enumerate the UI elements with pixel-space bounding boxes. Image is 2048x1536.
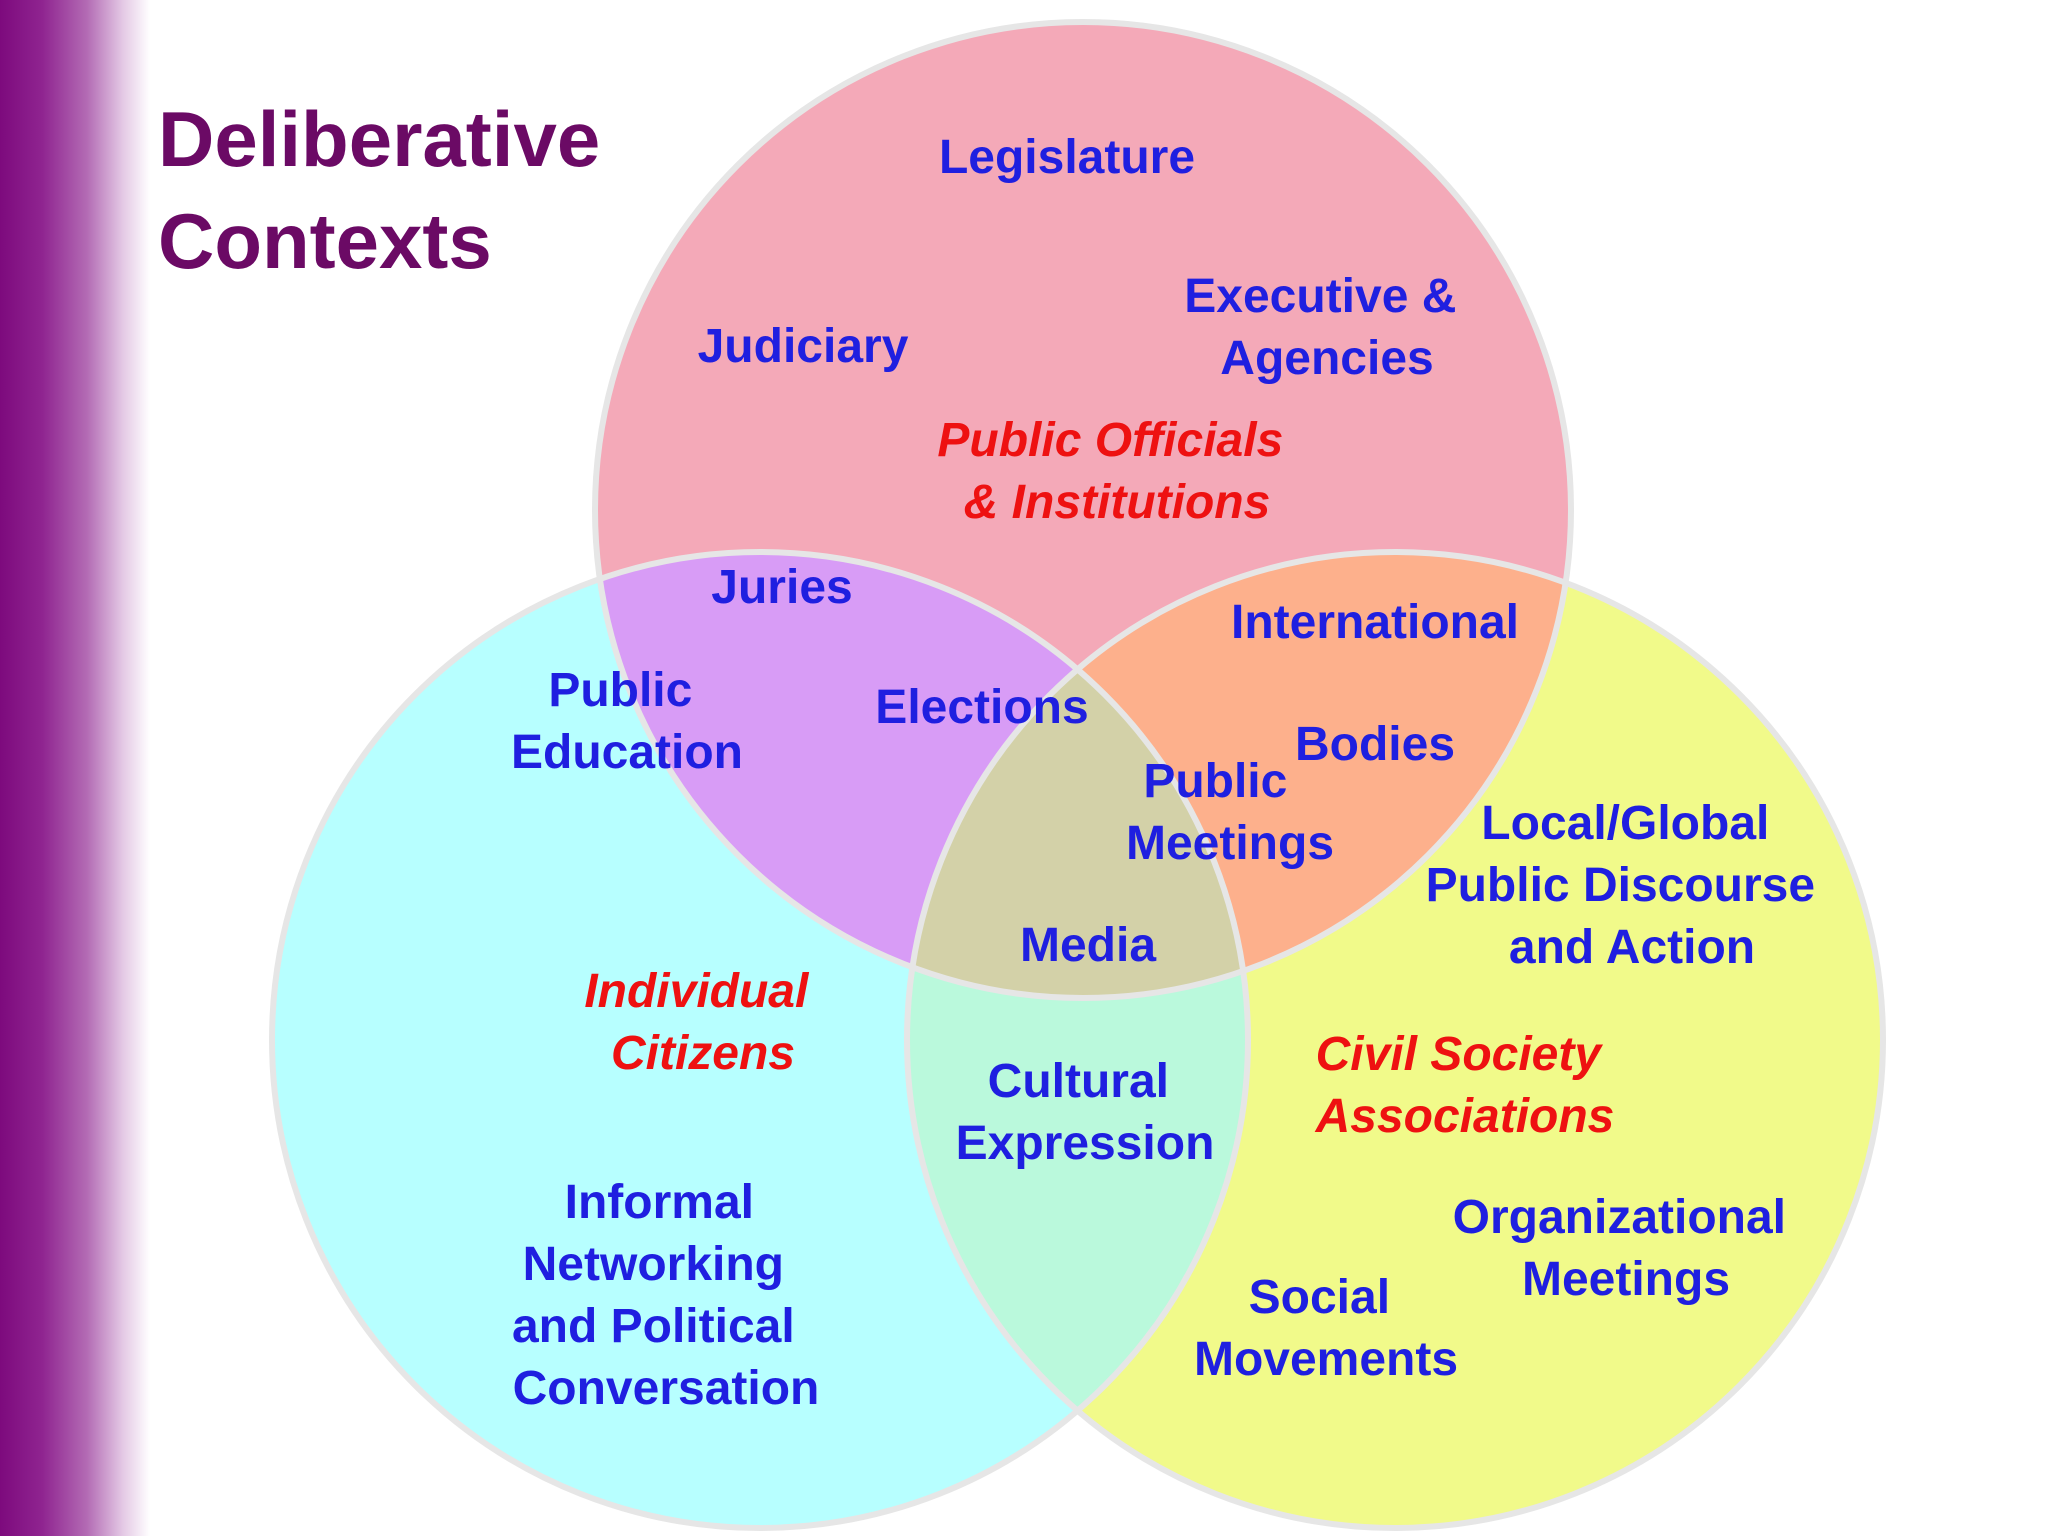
group-label-public-officials: Public Officials & Institutions: [937, 414, 1296, 529]
label-juries: Juries: [711, 561, 852, 614]
group-label-individual-citizens: Individual Citizens: [584, 965, 821, 1080]
label-informal-networking: Informal Networking and Political Conver…: [512, 1176, 819, 1415]
overlap-center: [907, 552, 1248, 998]
label-local-global-discourse: Local/Global Public Discourse and Action: [1426, 797, 1829, 974]
label-public-education: Public Education: [511, 664, 743, 779]
title-line-1: Deliberative: [158, 95, 601, 183]
label-cultural-expression: Cultural Expression: [956, 1055, 1215, 1170]
label-executive-agencies: Executive & Agencies: [1184, 270, 1469, 385]
page-title: Deliberative Contexts: [158, 88, 600, 292]
label-judiciary: Judiciary: [698, 320, 909, 373]
label-elections: Elections: [875, 681, 1088, 734]
label-public-meetings: Public Meetings: [1126, 755, 1334, 870]
label-international: International: [1231, 596, 1519, 649]
label-bodies: Bodies: [1295, 718, 1455, 771]
outline-officials: [592, 19, 1574, 1001]
outline-civil: [904, 549, 1886, 1531]
title-line-2: Contexts: [158, 197, 492, 285]
label-media: Media: [1020, 919, 1156, 972]
label-social-movements: Social Movements: [1194, 1271, 1458, 1386]
side-accent-bar: [0, 0, 150, 1536]
group-label-civil-society: Civil Society Associations: [1315, 1028, 1615, 1143]
outline-citizens: [269, 549, 1251, 1531]
label-legislature: Legislature: [939, 131, 1195, 184]
label-organizational-meetings: Organizational Meetings: [1453, 1191, 1800, 1306]
